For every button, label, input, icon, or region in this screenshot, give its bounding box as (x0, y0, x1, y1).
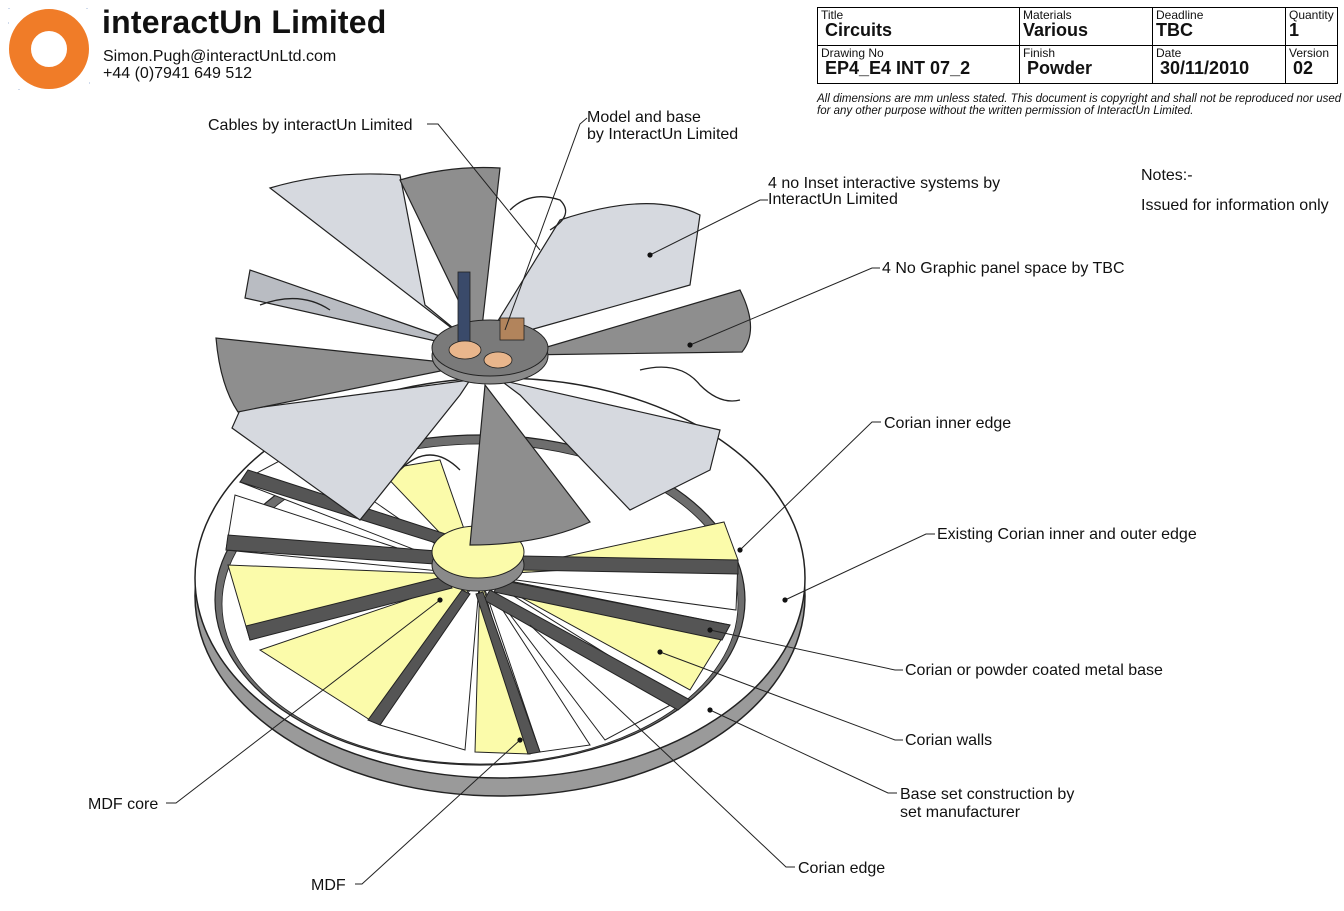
label-graphic-panel: 4 No Graphic panel space by TBC (882, 260, 1125, 277)
leader-dots (437, 252, 788, 743)
label-model-line1: Model and base (587, 109, 701, 126)
model-column (457, 271, 471, 343)
label-metal-base: Corian or powder coated metal base (905, 662, 1163, 679)
inset-interactive-panels (231, 173, 721, 521)
label-mdf-core: MDF core (88, 796, 158, 813)
corian-walls (225, 469, 739, 755)
notes-heading: Notes:- (1141, 167, 1193, 184)
cables (259, 196, 741, 471)
label-model-line2: by InteractUn Limited (587, 126, 738, 143)
leader-lines (166, 117, 935, 885)
label-inset-line1: 4 no Inset interactive systems by (768, 175, 1000, 192)
label-inset-line2: InteractUn Limited (768, 191, 898, 208)
contact-details: Simon.Pugh@interactUnLtd.com +44 (0)7941… (103, 48, 336, 82)
label-corian-walls: Corian walls (905, 732, 992, 749)
company-name: interactUn Limited (102, 4, 387, 40)
contact-email: Simon.Pugh@interactUnLtd.com (103, 48, 337, 65)
label-existing-corian: Existing Corian inner and outer edge (937, 526, 1197, 543)
graphic-panels (215, 166, 752, 546)
model-disc-left (448, 340, 482, 360)
contact-phone: +44 (0)7941 649 512 (103, 65, 253, 82)
label-cables: Cables by interactUn Limited (208, 117, 413, 134)
company-logo (8, 8, 90, 90)
label-corian-edge: Corian edge (798, 860, 885, 877)
label-base-set-line2: set manufacturer (900, 804, 1021, 821)
copyright-disclaimer: All dimensions are mm unless stated. Thi… (817, 93, 1342, 117)
label-mdf: MDF (311, 877, 346, 894)
label-base-set-line1: Base set construction by (900, 786, 1074, 803)
notes-text: Issued for information only (1141, 197, 1329, 214)
label-corian-inner-edge: Corian inner edge (884, 415, 1011, 432)
model-box (499, 317, 525, 341)
drawing-title: Circuits (825, 20, 893, 40)
model-disc-right (483, 351, 513, 369)
